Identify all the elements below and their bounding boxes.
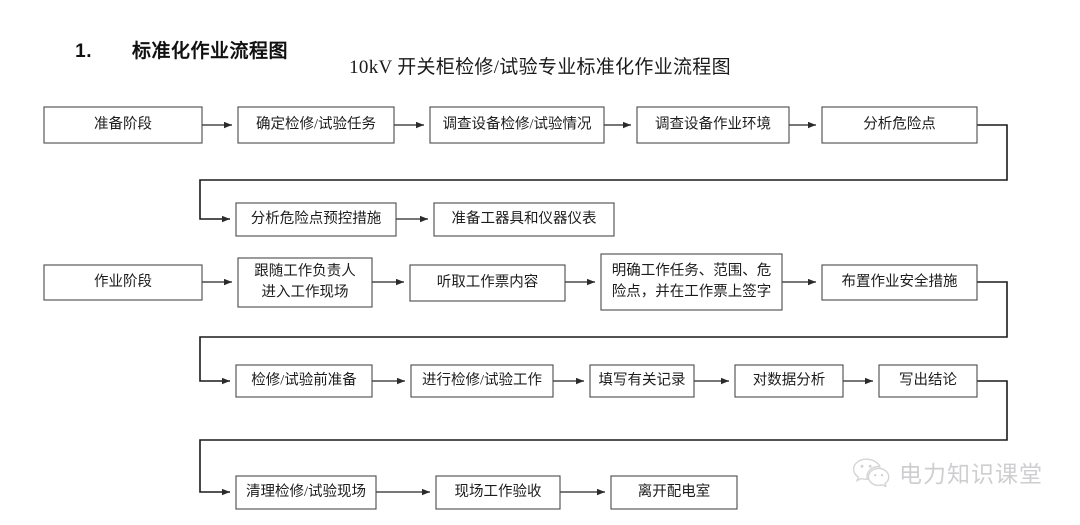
- flow-node-box: [821, 264, 978, 301]
- flow-node-box: [636, 106, 790, 144]
- wechat-icon: [852, 457, 890, 487]
- flow-node[interactable]: 调查设备作业环境: [636, 106, 790, 144]
- flow-node-label: 调查设备作业环境: [655, 114, 771, 132]
- flow-node-label: 听取工作票内容: [437, 273, 539, 290]
- flow-node[interactable]: 检修/试验前准备: [235, 364, 373, 398]
- connectors-layer: [199, 121, 1008, 496]
- flow-node[interactable]: 现场工作验收: [435, 475, 561, 510]
- flow-node-box: [235, 202, 397, 237]
- flow-row-2: 分析危险点预控措施 准备工器具和仪器仪表: [235, 202, 615, 237]
- flow-node-box: [589, 364, 695, 398]
- connector-n12-to-n13: [199, 281, 1008, 385]
- flow-node-box: [734, 364, 844, 398]
- flow-node-box: [429, 106, 605, 144]
- watermark: 电力知识课堂: [852, 455, 1043, 489]
- flow-node-box: [610, 475, 738, 510]
- flow-node-label: 清理检修/试验现场: [246, 483, 366, 500]
- flow-node[interactable]: 准备阶段: [43, 106, 203, 144]
- heading-text: 标准化作业流程图: [131, 41, 288, 62]
- flow-node-label: 进行检修/试验工作: [422, 371, 542, 388]
- connector-n17-to-n18: [199, 380, 1008, 496]
- flow-node-box: [235, 475, 377, 510]
- flow-node-label: 写出结论: [899, 371, 957, 388]
- flow-node[interactable]: 确定检修/试验任务: [237, 106, 395, 144]
- flow-node[interactable]: 听取工作票内容: [409, 264, 566, 302]
- flow-node[interactable]: 分析危险点: [821, 106, 978, 144]
- flow-node-label: 检修/试验前准备: [251, 371, 357, 388]
- flow-node-label: 布置作业安全措施: [842, 272, 958, 290]
- flow-row-1: 准备阶段 确定检修/试验任务 调查设备检修/试验情况 调查设备作业环境 分析危险点: [43, 106, 978, 144]
- flow-node-box: [237, 257, 373, 308]
- flow-node-label: 分析危险点预控措施: [251, 210, 382, 227]
- flow-node-box: [235, 364, 373, 398]
- flow-node[interactable]: 布置作业安全措施: [821, 264, 978, 301]
- flow-node[interactable]: 清理检修/试验现场: [235, 475, 377, 510]
- flow-node-label: 险点，并在工作票上签字: [612, 283, 772, 300]
- flow-node[interactable]: 写出结论: [878, 364, 978, 398]
- flow-node-label: 准备工器具和仪器仪表: [452, 210, 597, 227]
- flow-node-box: [410, 364, 554, 398]
- flow-node-box: [821, 106, 978, 144]
- flow-node-box: [435, 475, 561, 510]
- flow-node-label: 填写有关记录: [599, 371, 686, 388]
- flow-node[interactable]: 作业阶段: [43, 264, 203, 301]
- flow-node-label: 跟随工作负责人: [254, 262, 356, 279]
- flow-node-label: 准备阶段: [94, 115, 152, 132]
- flow-node[interactable]: 对数据分析: [734, 364, 844, 398]
- flow-node-label: 离开配电室: [638, 483, 711, 500]
- flow-node-box: [878, 364, 978, 398]
- flow-node[interactable]: 分析危险点预控措施: [235, 202, 397, 237]
- flow-node[interactable]: 调查设备检修/试验情况: [429, 106, 605, 144]
- flow-node-label: 对数据分析: [753, 371, 826, 388]
- nodes-layer: 准备阶段 确定检修/试验任务 调查设备检修/试验情况 调查设备作业环境 分析危险点分析危…: [43, 106, 978, 510]
- flow-node-label: 确定检修/试验任务: [256, 115, 376, 132]
- chart-title: 10kV 开关柜检修/试验专业标准化作业流程图: [349, 57, 731, 78]
- flow-node-label: 作业阶段: [94, 273, 152, 290]
- flow-node-label: 明确工作任务、范围、危: [612, 262, 772, 279]
- flow-node-label: 现场工作验收: [455, 483, 542, 500]
- connector-n5-to-n6: [199, 124, 1008, 223]
- flow-node-box: [433, 202, 615, 237]
- flow-node[interactable]: 明确工作任务、范围、危险点，并在工作票上签字: [600, 253, 783, 311]
- flow-node-box: [409, 264, 566, 302]
- flow-node[interactable]: 填写有关记录: [589, 364, 695, 398]
- flow-node-box: [43, 106, 203, 144]
- flow-node[interactable]: 准备工器具和仪器仪表: [433, 202, 615, 237]
- page-heading: 1. 标准化作业流程图: [52, 14, 288, 85]
- flow-node-box: [600, 253, 783, 311]
- flow-node[interactable]: 离开配电室: [610, 475, 738, 510]
- watermark-text: 电力知识课堂: [899, 462, 1043, 487]
- flow-node-label: 分析危险点: [863, 115, 936, 132]
- flow-row-5: 清理检修/试验现场 现场工作验收 离开配电室: [235, 475, 738, 510]
- flow-node-box: [43, 264, 203, 301]
- flow-node[interactable]: 进行检修/试验工作: [410, 364, 554, 398]
- flow-row-4: 检修/试验前准备 进行检修/试验工作 填写有关记录 对数据分析 写出结论: [235, 364, 978, 398]
- heading-number: 1.: [75, 41, 92, 62]
- flow-node-box: [237, 106, 395, 144]
- flow-node-label: 调查设备检修/试验情况: [442, 115, 592, 132]
- flow-node-label: 进入工作现场: [262, 283, 349, 300]
